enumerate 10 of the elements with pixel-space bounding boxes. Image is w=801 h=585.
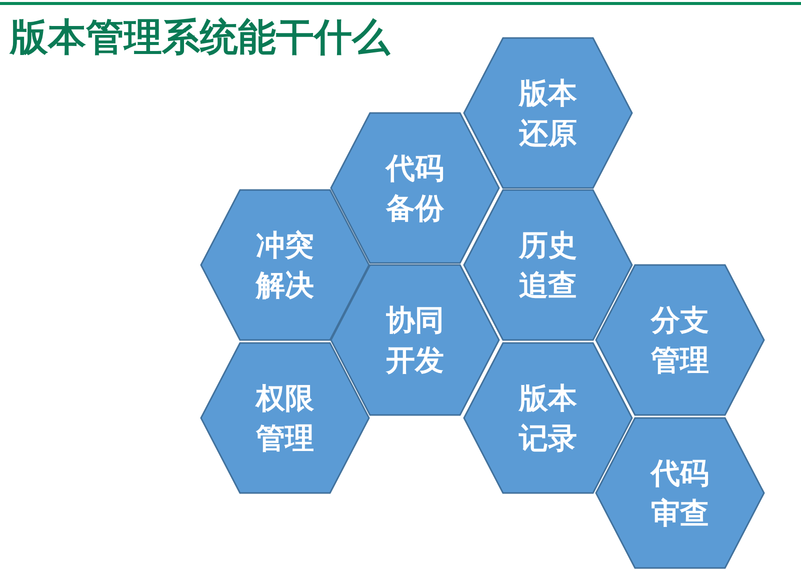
hexagon-label: 协同开发 bbox=[384, 302, 445, 379]
hexagon-label: 权限管理 bbox=[254, 380, 315, 457]
hexagon-label: 版本记录 bbox=[518, 380, 578, 457]
hexagon-label: 历史追查 bbox=[518, 227, 578, 304]
title: 版本管理系统能干什么 bbox=[10, 14, 390, 61]
hexagon-label: 分支管理 bbox=[650, 302, 710, 379]
hexagon-label: 冲突解决 bbox=[254, 227, 315, 304]
hexagon-label: 版本还原 bbox=[518, 75, 578, 152]
hexagon-label: 代码备份 bbox=[384, 150, 445, 227]
hexagon-label: 代码审查 bbox=[649, 455, 710, 532]
